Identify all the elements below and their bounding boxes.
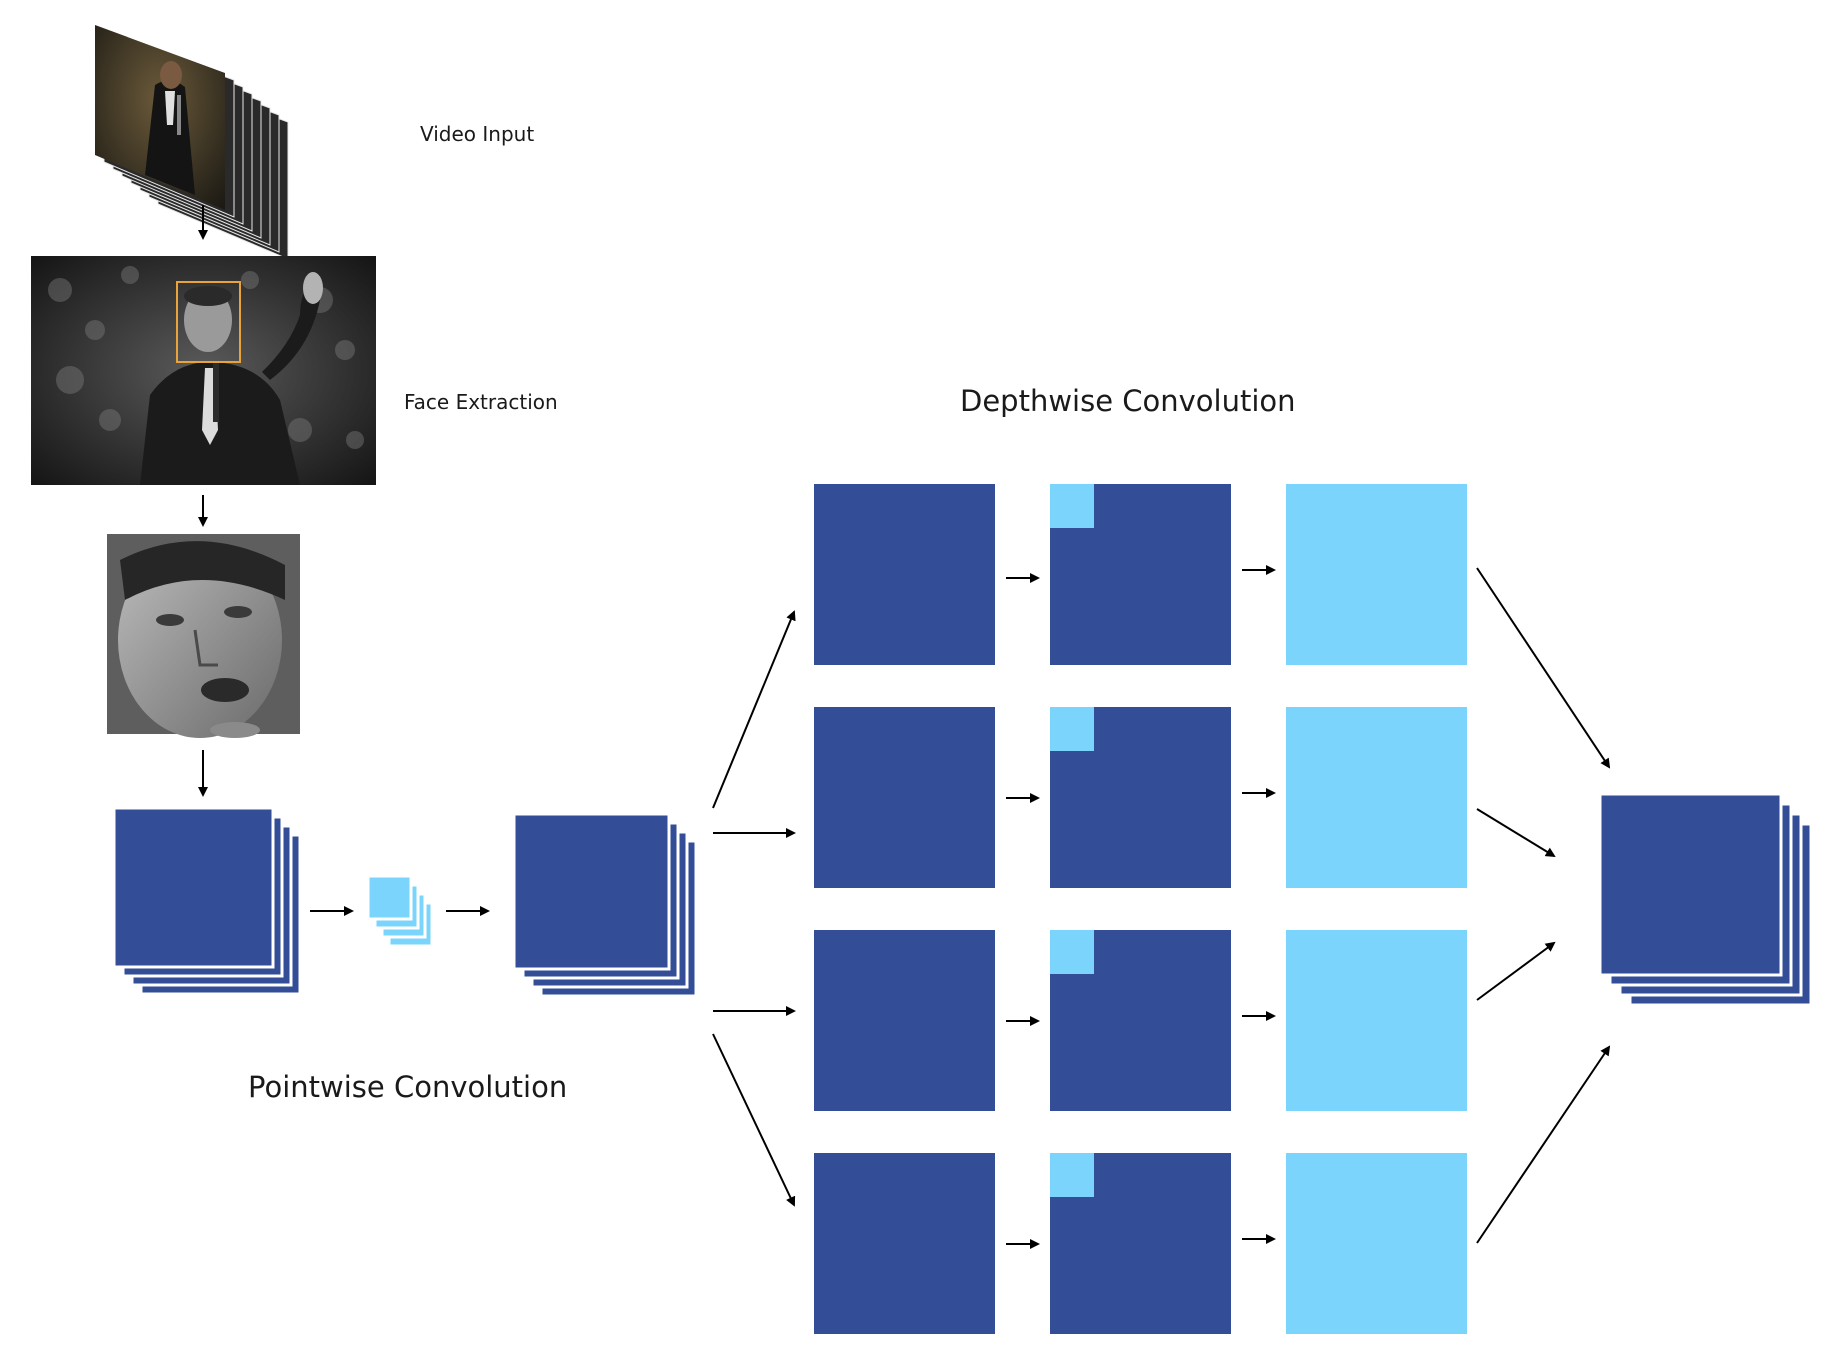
video-frame (95, 25, 225, 210)
stack-layer (366, 874, 413, 921)
stack-layer (512, 812, 671, 971)
label-pointwise-convolution: Pointwise Convolution (248, 1070, 568, 1104)
arrow-fanin-row-2 (1476, 808, 1556, 858)
depthwise-kernel-window (1050, 707, 1094, 751)
stack-layer (1598, 792, 1783, 977)
depthwise-row (814, 707, 1467, 888)
depthwise-row (814, 484, 1467, 665)
depthwise-output-channel (1286, 1153, 1467, 1334)
label-face-extraction: Face Extraction (404, 390, 558, 414)
depthwise-output-channel (1286, 707, 1467, 888)
pointwise-output-stack (512, 812, 698, 998)
output-feature-stack (1598, 792, 1813, 1007)
label-depthwise-convolution: Depthwise Convolution (960, 384, 1296, 418)
arrow-fanin-row-4 (1476, 1045, 1611, 1244)
arrow-fanin-row-1 (1476, 567, 1611, 769)
output-stack-layers (1598, 792, 1813, 1007)
depthwise-input-channel (814, 484, 995, 665)
pointwise-convolution-group (112, 806, 698, 998)
depthwise-row (814, 930, 1467, 1111)
arrow-fanout-row-1 (712, 610, 796, 809)
depthwise-convolution-group (712, 484, 1611, 1334)
depthwise-row (814, 1153, 1467, 1334)
depthwise-output-channel (1286, 484, 1467, 665)
depthwise-input-channel (814, 707, 995, 888)
arrow-fanout-row-4 (712, 1033, 796, 1207)
pointwise-kernel-stack (366, 874, 434, 948)
face-detection-box (176, 281, 241, 363)
depthwise-kernel-window (1050, 930, 1094, 974)
cropped-face-image (107, 534, 300, 738)
depthwise-input-channel (814, 1153, 995, 1334)
depthwise-kernel-window (1050, 484, 1094, 528)
arrow-fanin-row-3 (1476, 941, 1556, 1001)
depthwise-output-channel (1286, 930, 1467, 1111)
stack-layer (112, 806, 275, 969)
face-extraction-image (31, 256, 376, 485)
input-feature-stack (112, 806, 302, 996)
depthwise-kernel-window (1050, 1153, 1094, 1197)
label-video-input: Video Input (420, 122, 535, 146)
depthwise-input-channel (814, 930, 995, 1111)
video-frames-image (95, 25, 289, 260)
